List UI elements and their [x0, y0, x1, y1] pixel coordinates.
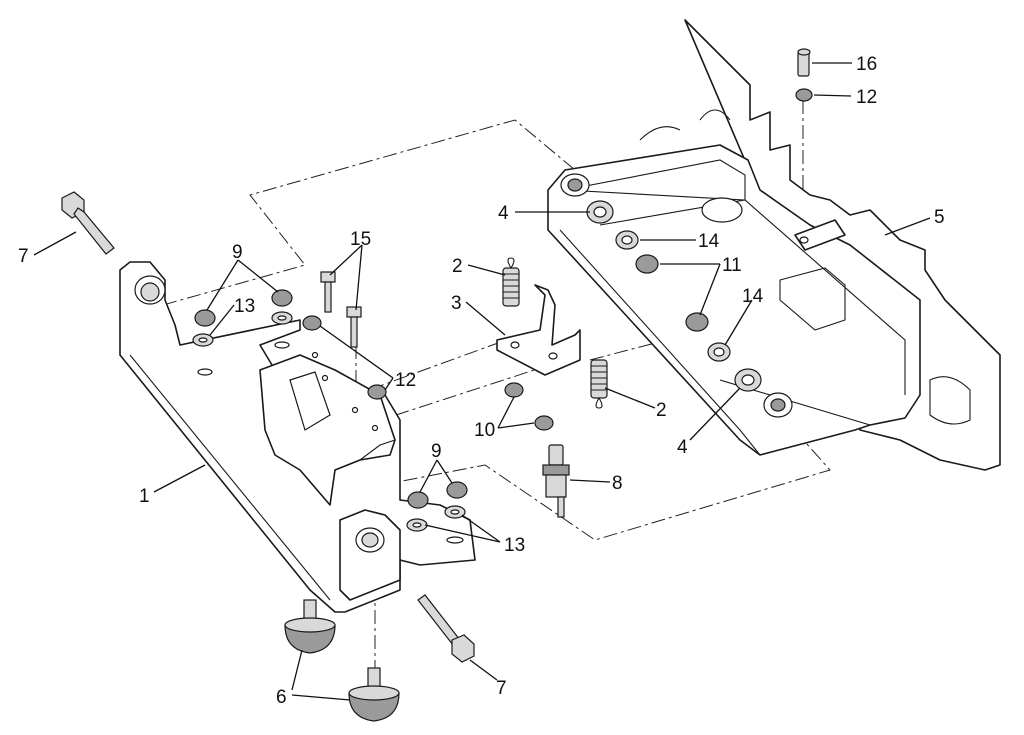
part-8-switch [542, 444, 570, 518]
callout-2-upper: 2 [452, 256, 463, 277]
part-7-bolt-upper [61, 191, 115, 255]
spring-upper [502, 257, 520, 307]
callout-4-lower: 4 [677, 437, 688, 458]
callout-14-lower: 14 [742, 286, 764, 307]
callout-6: 6 [276, 687, 287, 708]
callout-13-upper: 13 [234, 296, 255, 317]
callout-14-upper: 14 [698, 231, 720, 252]
callout-2-lower: 2 [656, 400, 667, 421]
part-5-housing [547, 19, 1001, 471]
callout-7-lower: 7 [496, 678, 507, 699]
callout-3: 3 [451, 293, 462, 314]
spring-lower [590, 359, 608, 409]
callout-9-upper: 9 [232, 242, 243, 263]
callout-12-upper: 12 [856, 87, 877, 108]
callout-labels: 1 2 2 3 4 4 5 6 7 7 8 9 9 10 11 12 12 13… [18, 54, 945, 708]
callout-15: 15 [350, 229, 371, 250]
callout-9-lower: 9 [431, 441, 442, 462]
part-1-base-plate [119, 261, 476, 613]
leader-lines [33, 62, 931, 701]
part-7-bolt-lower [417, 594, 475, 663]
callout-11: 11 [722, 255, 742, 276]
hardware [192, 48, 813, 532]
callout-7-upper: 7 [18, 246, 29, 267]
part-6-foot-lower [348, 667, 400, 722]
callout-13-lower: 13 [504, 535, 525, 556]
callout-1: 1 [139, 486, 150, 507]
part-6-foot-upper [284, 599, 336, 654]
part-3-switch-bracket [496, 284, 581, 376]
callout-16: 16 [856, 54, 877, 75]
callout-10: 10 [474, 420, 495, 441]
callout-5: 5 [934, 207, 945, 228]
callout-12-lower: 12 [395, 370, 416, 391]
callout-4-upper: 4 [498, 203, 509, 224]
callout-8: 8 [612, 473, 623, 494]
